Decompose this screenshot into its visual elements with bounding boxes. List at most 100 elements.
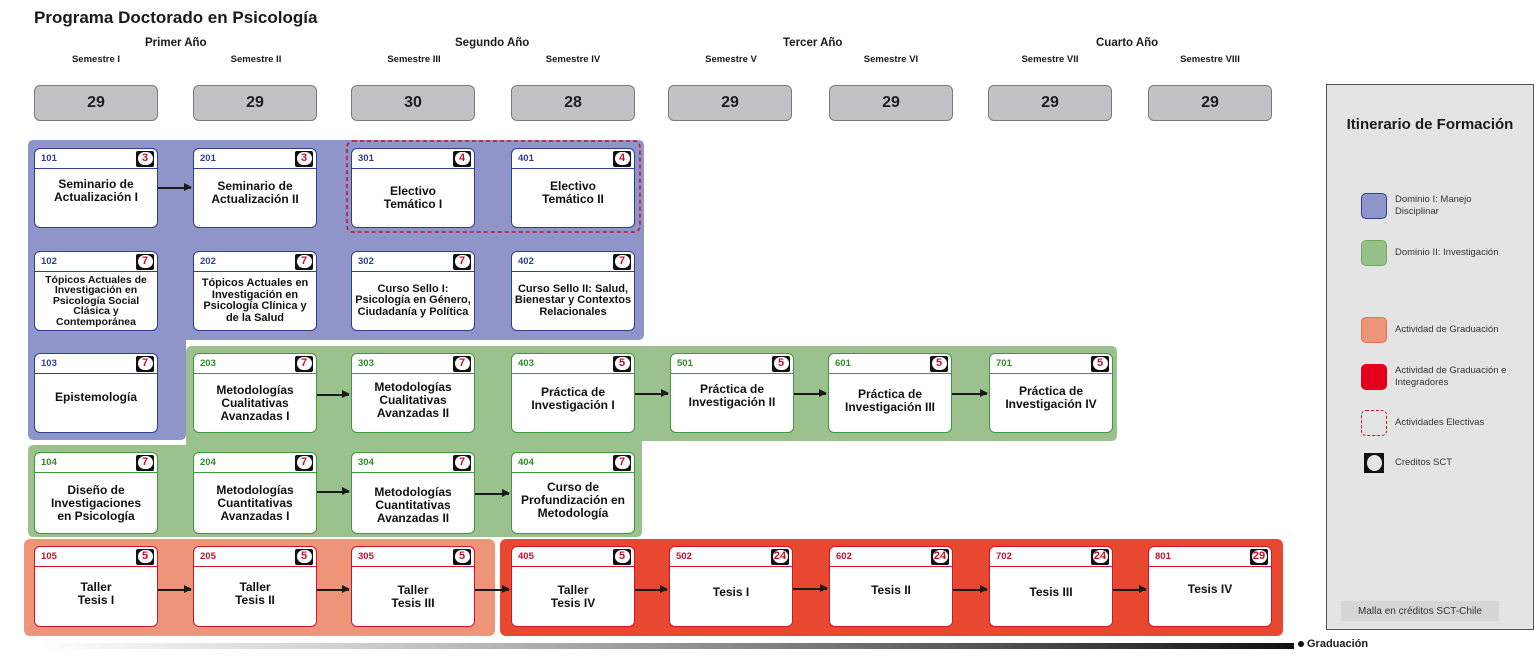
legend-label: Dominio II: Investigación [1395, 247, 1499, 258]
course-card-403[interactable]: 403 5 Práctica de Investigación I [511, 353, 635, 433]
course-name: Seminario de Actualización I [53, 177, 139, 204]
credits-badge: 7 [613, 454, 631, 471]
credits-badge: 7 [136, 454, 154, 471]
graduation-label: Graduación [1298, 638, 1368, 650]
credits-badge: 3 [295, 150, 313, 167]
semester-label-2: Semestre II [230, 54, 282, 65]
course-name: Electivo Temático I [383, 184, 443, 211]
course-name: Taller Tesis II [235, 579, 275, 607]
course-code: 402 [518, 256, 534, 267]
course-code: 305 [358, 551, 374, 562]
arrow-501-601 [794, 390, 827, 396]
course-name: Práctica de Investigación IV [1005, 384, 1097, 411]
course-name: Taller Tesis I [77, 579, 115, 607]
course-code: 501 [677, 358, 693, 369]
swatch-dominio-ii [1361, 240, 1387, 266]
credits-badge: 5 [136, 548, 154, 565]
credits-badge: 7 [295, 253, 313, 270]
arrow-502-602 [793, 585, 828, 591]
credits-badge: 5 [295, 548, 313, 565]
arrow-204-304 [317, 488, 350, 494]
legend-item-creditos: Creditos SCT [1361, 453, 1452, 473]
course-name: Seminario de Actualización II [211, 179, 299, 206]
legend-footer: Malla en créditos SCT-Chile [1341, 601, 1499, 621]
legend-label: Actividad de Graduación e Integradores [1395, 365, 1507, 388]
course-name: Metodologías Cualitativas Avanzadas I [216, 382, 294, 423]
dashed-box-icon [1361, 410, 1387, 436]
course-code: 102 [41, 256, 57, 267]
course-name: Tesis I [712, 585, 750, 599]
course-code: 602 [836, 551, 852, 562]
legend-label: Dominio I: Manejo Disciplinar [1395, 194, 1472, 217]
credits-badge: 29 [1250, 548, 1268, 565]
arrow-403-501 [635, 390, 669, 396]
course-name: Curso de Profundización en Metodología [520, 479, 625, 520]
arrow-203-303 [317, 391, 350, 397]
swatch-graduacion-integradores [1361, 364, 1387, 390]
legend-label: Actividad de Graduación [1395, 324, 1499, 335]
course-code: 302 [358, 256, 374, 267]
arrow-101-201 [158, 184, 192, 190]
semester-label-8: Semestre VIII [1180, 54, 1240, 65]
legend-label: Creditos SCT [1395, 457, 1453, 468]
course-card-402[interactable]: 402 7 Curso Sello II: Salud, Bienestar y … [511, 251, 635, 331]
semester-credits-4: 28 [511, 85, 635, 121]
course-name: Curso Sello II: Salud, Bienestar y Conte… [514, 282, 632, 318]
credits-badge: 5 [613, 355, 631, 372]
course-name: Epistemología [54, 389, 137, 404]
legend-item-dominio-ii: Dominio II: Investigación [1361, 240, 1499, 266]
page-title: Programa Doctorado en Psicología [34, 8, 318, 27]
course-name: Metodologías Cualitativas Avanzadas II [374, 379, 452, 420]
region-dominio-i [28, 140, 644, 440]
credits-badge: 24 [1091, 548, 1109, 565]
course-name: Tópicos Actuales de Investigación en Psi… [45, 273, 147, 328]
credits-badge: 4 [613, 150, 631, 167]
semester-credits-5: 29 [668, 85, 792, 121]
course-code: 401 [518, 153, 534, 164]
semester-credits-8: 29 [1148, 85, 1272, 121]
swatch-dominio-i [1361, 193, 1387, 219]
credits-badge: 3 [136, 150, 154, 167]
course-card-601[interactable]: 601 5 Práctica de Investigación III [828, 353, 952, 433]
credits-badge: 7 [613, 253, 631, 270]
course-code: 403 [518, 358, 534, 369]
semester-label-3: Semestre III [387, 54, 441, 65]
semester-label-4: Semestre IV [545, 54, 601, 65]
course-code: 702 [996, 551, 1012, 562]
credits-badge: 5 [930, 355, 948, 372]
course-code: 601 [835, 358, 851, 369]
course-name: Práctica de Investigación I [531, 385, 615, 412]
course-name: Práctica de Investigación III [844, 387, 936, 414]
legend-label: Actividades Electivas [1395, 417, 1485, 428]
credits-badge: 7 [295, 355, 313, 372]
legend-item-graduacion: Actividad de Graduación [1361, 317, 1499, 343]
arrow-105-205 [158, 586, 192, 592]
year-label-2: Segundo Año [455, 37, 530, 49]
course-name: Práctica de Investigación II [688, 382, 776, 409]
credits-badge: 24 [931, 548, 949, 565]
